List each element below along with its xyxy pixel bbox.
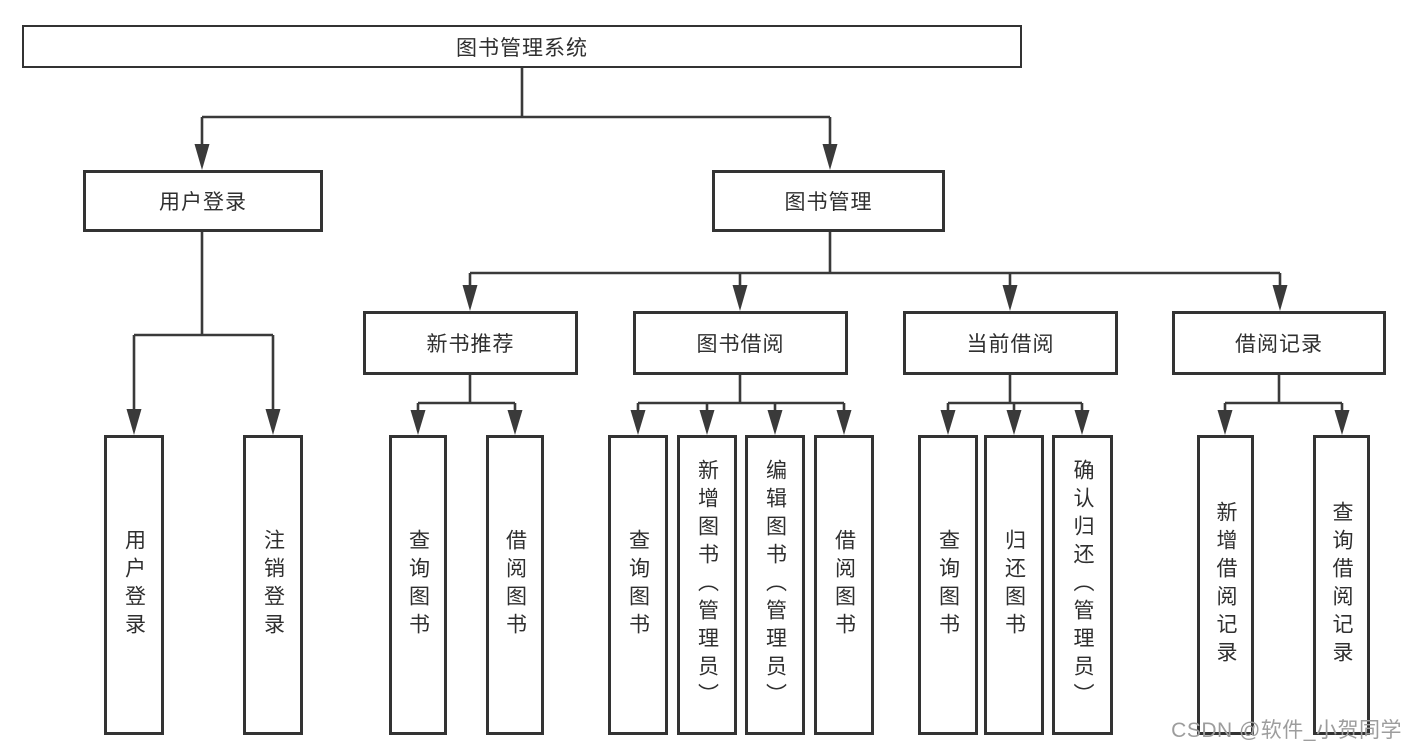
- leaf-borrow-books-recommend: 借阅图书: [486, 435, 544, 735]
- leaf-query-books-recommend: 查询图书: [389, 435, 447, 735]
- csdn-watermark: CSDN @软件_小贺同学: [1171, 719, 1402, 742]
- leaf-confirm-return-admin: 确认归还（管理员）: [1052, 435, 1113, 735]
- node-library-management-system: 图书管理系统: [22, 25, 1022, 68]
- node-user-login: 用户登录: [83, 170, 323, 232]
- leaf-add-borrow-record: 新增借阅记录: [1197, 435, 1254, 735]
- node-book-borrow: 图书借阅: [633, 311, 848, 375]
- leaf-return-book: 归还图书: [984, 435, 1044, 735]
- leaf-user-login: 用户登录: [104, 435, 164, 735]
- leaf-query-books-current: 查询图书: [918, 435, 978, 735]
- leaf-query-books-borrow: 查询图书: [608, 435, 668, 735]
- leaf-borrow-books: 借阅图书: [814, 435, 874, 735]
- leaf-add-book-admin: 新增图书（管理员）: [677, 435, 737, 735]
- leaf-logout: 注销登录: [243, 435, 303, 735]
- node-current-borrow: 当前借阅: [903, 311, 1118, 375]
- node-new-book-recommend: 新书推荐: [363, 311, 578, 375]
- node-book-management: 图书管理: [712, 170, 945, 232]
- leaf-query-borrow-record: 查询借阅记录: [1313, 435, 1370, 735]
- node-borrow-records: 借阅记录: [1172, 311, 1386, 375]
- leaf-edit-book-admin: 编辑图书（管理员）: [745, 435, 805, 735]
